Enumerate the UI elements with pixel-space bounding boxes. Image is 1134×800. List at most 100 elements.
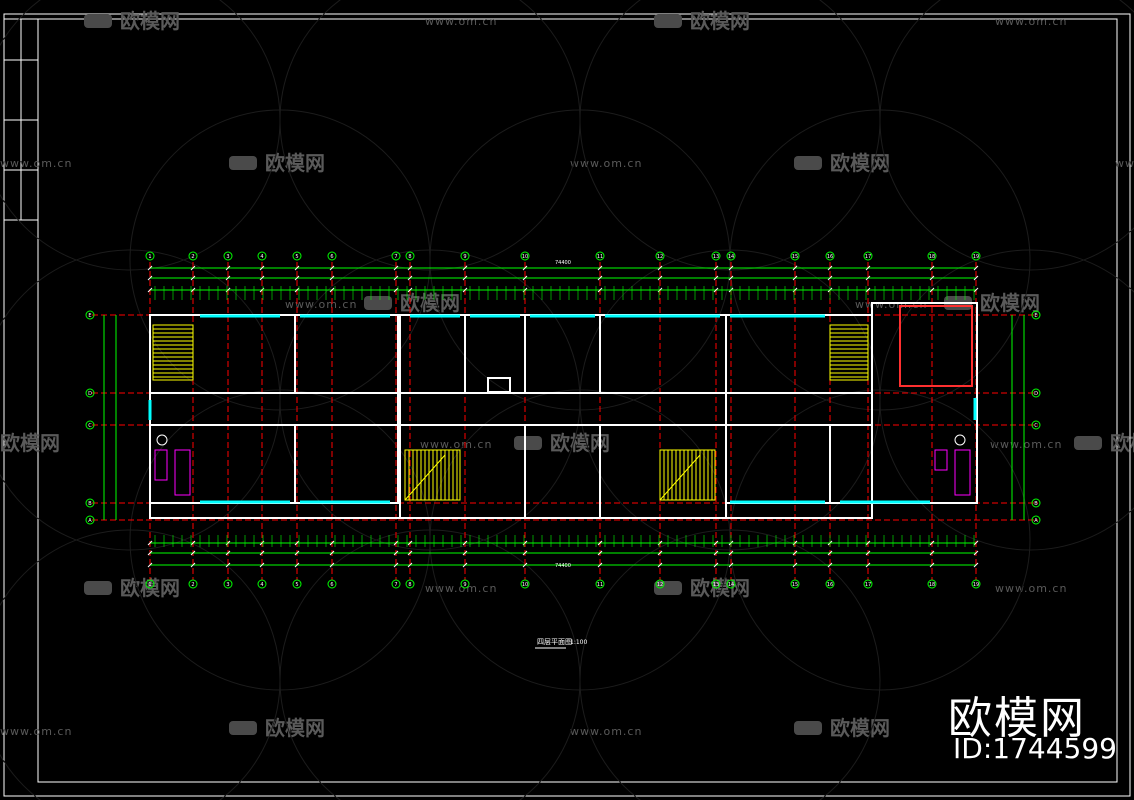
axis-label-18: 18 bbox=[929, 254, 935, 260]
axis-label-13: 13 bbox=[713, 254, 719, 260]
axis-label-B: B bbox=[1034, 501, 1038, 507]
axis-bubble-17 bbox=[863, 579, 873, 589]
axis-bubble-3 bbox=[223, 579, 233, 589]
axis-label-14: 14 bbox=[728, 254, 734, 260]
watermark-brand: 欧模网 bbox=[265, 151, 325, 175]
axis-label-4: 4 bbox=[260, 582, 263, 588]
axis-bubble-15 bbox=[790, 579, 800, 589]
axis-label-2: 2 bbox=[191, 254, 194, 260]
watermark-brand: 欧模网 bbox=[1110, 431, 1134, 455]
axis-bubble-6 bbox=[327, 579, 337, 589]
axis-label-11: 11 bbox=[597, 254, 603, 260]
watermark-site: www.om.cn bbox=[1115, 157, 1134, 170]
axis-label-4: 4 bbox=[260, 254, 263, 260]
watermark-site: www.om.cn bbox=[425, 582, 497, 595]
axis-bubble-12 bbox=[655, 579, 665, 589]
axis-label-10: 10 bbox=[522, 254, 528, 260]
watermark-logo-icon bbox=[514, 436, 542, 450]
model-id: ID:1744599 bbox=[953, 732, 1117, 765]
windows bbox=[148, 314, 977, 504]
watermark-brand: 欧模网 bbox=[690, 576, 750, 600]
dimension-lines bbox=[103, 265, 1025, 568]
watermark-brand: 欧模网 bbox=[0, 431, 60, 455]
watermark-brand: 欧模网 bbox=[265, 716, 325, 740]
axis-label-15: 15 bbox=[792, 254, 798, 260]
axis-bubble-2 bbox=[188, 251, 198, 261]
overall-dimension-bottom: 74400 bbox=[555, 563, 571, 569]
floor-plan: 1122334455667788991010111112121313141415… bbox=[85, 251, 1041, 589]
axis-bubble-A bbox=[1031, 515, 1041, 525]
axis-label-B: B bbox=[88, 501, 92, 507]
axis-label-17: 17 bbox=[865, 254, 871, 260]
drawing-title: 四层平面图 bbox=[537, 638, 572, 646]
watermark-logo-icon bbox=[84, 581, 112, 595]
axis-label-19: 19 bbox=[973, 254, 979, 260]
axis-label-7: 7 bbox=[394, 582, 397, 588]
axis-bubble-7 bbox=[391, 579, 401, 589]
axis-bubble-9 bbox=[460, 579, 470, 589]
axis-bubble-18 bbox=[927, 579, 937, 589]
watermark-brand: 欧模网 bbox=[980, 291, 1040, 315]
watermark-logo-icon bbox=[229, 721, 257, 735]
axis-bubble-5 bbox=[292, 579, 302, 589]
watermark-site: www.om.cn bbox=[570, 725, 642, 738]
axis-label-E: E bbox=[1034, 313, 1037, 319]
watermark-logo-icon bbox=[229, 156, 257, 170]
watermark-site: www.om.cn bbox=[0, 157, 72, 170]
axis-bubble-7 bbox=[391, 251, 401, 261]
axis-label-9: 9 bbox=[463, 582, 466, 588]
watermark-logo-icon bbox=[1074, 436, 1102, 450]
axis-label-8: 8 bbox=[408, 582, 411, 588]
axis-label-8: 8 bbox=[408, 254, 411, 260]
axis-bubble-8 bbox=[405, 251, 415, 261]
axis-label-D: D bbox=[1034, 391, 1038, 397]
watermark-logo-icon bbox=[794, 721, 822, 735]
axis-bubble-A bbox=[85, 515, 95, 525]
axis-bubble-16 bbox=[825, 579, 835, 589]
axis-label-16: 16 bbox=[827, 582, 833, 588]
watermark-site: www.om.cn bbox=[570, 157, 642, 170]
axis-label-3: 3 bbox=[226, 254, 229, 260]
watermark-logo-icon bbox=[84, 14, 112, 28]
axis-bubble-1 bbox=[145, 579, 155, 589]
watermark-site: www.om.cn bbox=[285, 298, 357, 311]
watermark-brand: 欧模网 bbox=[690, 9, 750, 33]
axis-bubble-9 bbox=[460, 251, 470, 261]
axis-label-11: 11 bbox=[597, 582, 603, 588]
axis-bubble-B bbox=[85, 498, 95, 508]
axis-label-5: 5 bbox=[295, 582, 298, 588]
axis-bubble-6 bbox=[327, 251, 337, 261]
axis-label-18: 18 bbox=[929, 582, 935, 588]
axis-label-6: 6 bbox=[330, 582, 333, 588]
watermark-logo-icon bbox=[794, 156, 822, 170]
axis-bubbles: 1122334455667788991010111112121313141415… bbox=[85, 251, 1041, 589]
axis-label-15: 15 bbox=[792, 582, 798, 588]
watermark-site: www.om.cn bbox=[420, 438, 492, 451]
watermark-logo-icon bbox=[654, 581, 682, 595]
axis-bubble-1 bbox=[145, 251, 155, 261]
axis-label-10: 10 bbox=[522, 582, 528, 588]
axis-label-D: D bbox=[88, 391, 92, 397]
watermark-site: www.om.cn bbox=[425, 15, 497, 28]
watermark-site: www.om.cn bbox=[990, 438, 1062, 451]
axis-bubble-E bbox=[85, 310, 95, 320]
axis-bubble-4 bbox=[257, 579, 267, 589]
watermark-brand: 欧模网 bbox=[120, 9, 180, 33]
overall-dimension-top: 74400 bbox=[555, 260, 571, 266]
axis-bubble-8 bbox=[405, 579, 415, 589]
axis-bubble-19 bbox=[971, 251, 981, 261]
watermark-brand: 欧模网 bbox=[400, 291, 460, 315]
axis-bubble-D bbox=[85, 388, 95, 398]
watermark-site: www.om.cn bbox=[995, 582, 1067, 595]
axis-label-2: 2 bbox=[191, 582, 194, 588]
watermark-logo-icon bbox=[364, 296, 392, 310]
axis-label-C: C bbox=[1034, 423, 1038, 429]
axis-label-6: 6 bbox=[330, 254, 333, 260]
axis-bubble-C bbox=[1031, 420, 1041, 430]
axis-bubble-17 bbox=[863, 251, 873, 261]
axis-label-E: E bbox=[88, 313, 91, 319]
drawing-frame bbox=[3, 13, 1131, 797]
axis-label-C: C bbox=[88, 423, 92, 429]
